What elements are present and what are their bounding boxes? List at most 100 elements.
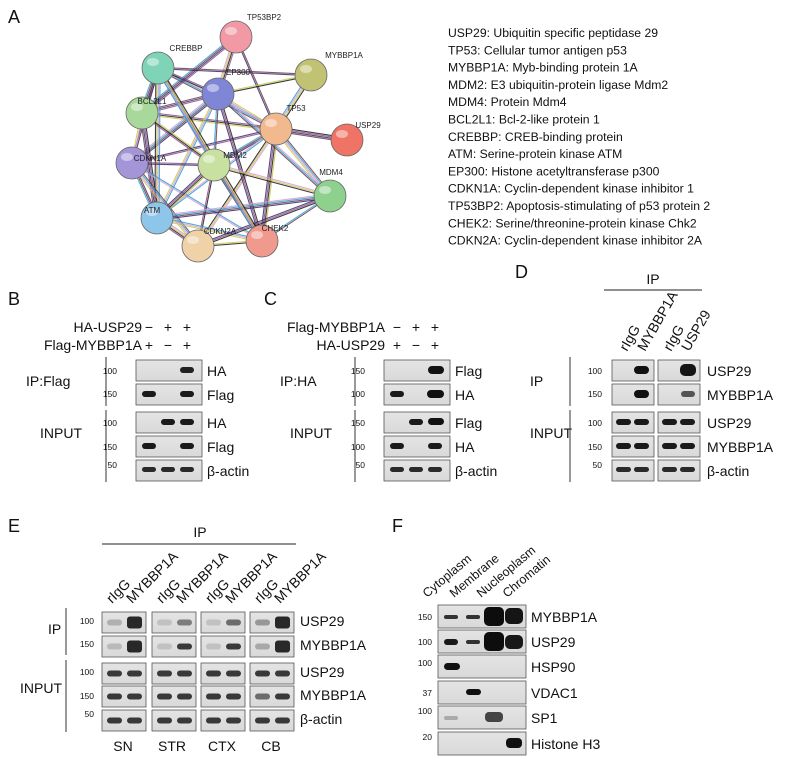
blot-label: HA — [455, 439, 475, 455]
treatment-mark: + — [183, 337, 191, 353]
blot-strips — [101, 611, 295, 732]
blot-band — [681, 391, 695, 397]
blot-strip — [249, 685, 295, 708]
network-node-highlight — [251, 231, 263, 239]
blot-band — [634, 366, 649, 374]
group-label: IP:Flag — [26, 373, 70, 389]
blot-strip — [437, 654, 527, 679]
network-edge — [198, 196, 331, 248]
blot-band — [255, 643, 270, 650]
mw-marker: 50 — [85, 709, 95, 719]
network-node-highlight — [147, 58, 159, 66]
blot-band — [428, 418, 444, 425]
blot-band — [662, 419, 677, 425]
blot-band — [275, 640, 290, 653]
network-edge — [213, 165, 330, 198]
blot-label: MYBBP1A — [707, 439, 774, 455]
mw-marker: 150 — [351, 366, 365, 376]
mw-marker: 50 — [593, 460, 603, 470]
legend-entry: MDM2: E3 ubiquitin-protein ligase Mdm2 — [448, 78, 668, 92]
blot-band — [206, 670, 221, 677]
network-node-label: TP53BP2 — [247, 13, 282, 22]
mw-marker: 150 — [80, 639, 94, 649]
network-node-highlight — [300, 65, 312, 73]
blot-band — [180, 467, 194, 472]
group-label: IP:HA — [280, 373, 317, 389]
blot-label: MYBBP1A — [300, 637, 367, 653]
network-edge — [216, 94, 330, 198]
blot-strips — [135, 359, 203, 482]
network-node-circle — [141, 51, 175, 85]
group-label: IP — [530, 373, 543, 389]
legend-entry: TP53: Cellular tumor antigen p53 — [448, 43, 627, 57]
blot-band — [616, 443, 631, 449]
mw-marker: 100 — [351, 442, 365, 452]
blot-band — [157, 619, 172, 626]
blot-strips — [383, 359, 451, 482]
legend-entry: TP53BP2: Apoptosis-stimulating of p53 pr… — [448, 199, 710, 213]
treatment-mark: + — [431, 319, 439, 335]
blot-label: Flag — [455, 363, 482, 379]
blot-band — [177, 670, 192, 677]
blot-strip — [383, 359, 451, 382]
network-edge — [157, 68, 311, 77]
mw-marker: 100 — [80, 616, 94, 626]
blot-band — [226, 693, 241, 700]
blot-label: β-actin — [707, 463, 749, 479]
network-node-circle — [201, 77, 235, 111]
blot-band — [634, 443, 649, 449]
blot-band — [180, 443, 194, 449]
blot-label: USP29 — [300, 664, 345, 680]
lane-labels: rIgGMYBBP1ArIgGMYBBP1ArIgGMYBBP1ArIgGMYB… — [103, 548, 330, 607]
network-node-label: ATM — [144, 206, 161, 215]
network-edge — [157, 216, 263, 241]
blot-band — [226, 619, 241, 626]
network-edge — [132, 161, 263, 241]
blot-band — [485, 712, 503, 722]
panel-a: A TP53BP2CREBBPMYBBP1AEP300BCL2L1TP53USP… — [8, 7, 710, 263]
blot-band — [466, 615, 480, 619]
blot-band — [428, 467, 442, 472]
blot-label: β-actin — [455, 463, 497, 479]
blot-band — [680, 443, 695, 449]
network-node: MDM2 — [197, 148, 247, 182]
treatment-mark: + — [145, 337, 153, 353]
legend-entry: MYBBP1A: Myb-binding protein 1A — [448, 61, 639, 75]
blot-band — [444, 663, 460, 670]
blot-band — [484, 607, 504, 626]
blot-band — [390, 467, 404, 472]
network-edge — [141, 36, 236, 113]
blot-strip — [151, 611, 197, 634]
blot-band — [177, 717, 192, 724]
blot-strip — [101, 685, 147, 708]
blot-strip — [151, 685, 197, 708]
blot-band — [226, 643, 241, 650]
blot-band — [505, 608, 523, 624]
treatment-mark: − — [393, 319, 401, 335]
blot-strip — [657, 459, 701, 482]
network-node-highlight — [319, 186, 331, 194]
network-edge — [140, 34, 236, 112]
blot-strip — [657, 435, 701, 458]
treatment-mark: + — [164, 319, 172, 335]
panel-b: B HA-USP29 − + + Flag-MYBBP1A + − + IP:F… — [8, 289, 249, 482]
network-node-label: EP300 — [226, 68, 251, 77]
blot-band — [226, 717, 241, 724]
blot-band — [428, 443, 442, 449]
mw-marker: 100 — [588, 366, 602, 376]
blot-strip — [151, 662, 197, 685]
blot-band — [180, 419, 194, 425]
network-node-circle — [294, 58, 328, 92]
blot-strips — [611, 359, 701, 482]
blot-band — [680, 419, 695, 425]
blot-band — [428, 366, 444, 374]
blot-strip — [200, 685, 246, 708]
network-edge — [131, 93, 218, 163]
blot-label: Flag — [207, 439, 234, 455]
legend-entry: CHEK2: Serine/threonine-protein kinase C… — [448, 216, 697, 230]
blot-strip — [383, 435, 451, 458]
network-node-label: CDKN1A — [134, 154, 167, 163]
network-node-label: CREBBP — [170, 44, 203, 53]
network-node-highlight — [131, 103, 143, 111]
blot-label: SP1 — [531, 710, 558, 726]
